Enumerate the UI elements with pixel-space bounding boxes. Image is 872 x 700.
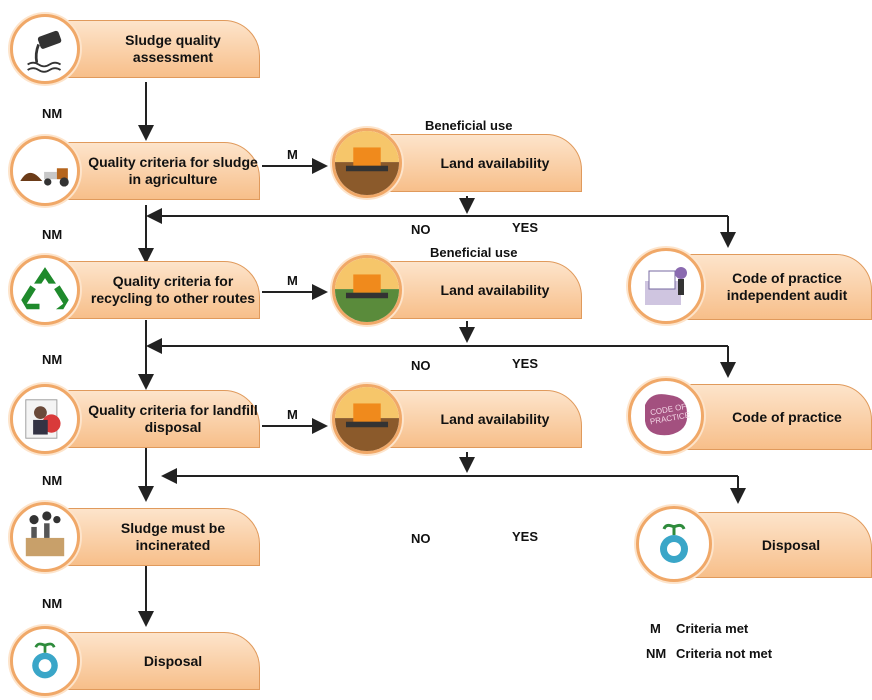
- node-code-of-practice-audit: Code of practice independent audit: [628, 248, 872, 328]
- recycle-icon: [10, 255, 80, 325]
- node-label: Quality criteria for sludge in agricultu…: [46, 142, 260, 200]
- node-label: Quality criteria for recycling to other …: [46, 261, 260, 319]
- node-land-availability-2: Land availability: [332, 255, 584, 325]
- yes-label-1: YES: [512, 220, 539, 235]
- node-label: Disposal: [46, 632, 260, 690]
- yes-label-2: YES: [512, 356, 539, 371]
- legend-nm-text: Criteria not met: [676, 646, 773, 661]
- m-label-3: M: [287, 407, 298, 422]
- node-qc-landfill: Quality criteria for landfill disposal: [10, 384, 262, 454]
- node-qc-recycling: Quality criteria for recycling to other …: [10, 255, 262, 325]
- node-sludge-quality-assessment: Sludge quality assessment: [10, 14, 262, 84]
- harvester-icon: [332, 384, 402, 454]
- node-disposal-bottom: Disposal: [10, 626, 262, 696]
- m-label-2: M: [287, 273, 298, 288]
- node-label: Sludge must be incinerated: [46, 508, 260, 566]
- nm-label-3: NM: [42, 352, 63, 367]
- node-label: Quality criteria for landfill disposal: [46, 390, 260, 448]
- incinerator-icon: [10, 502, 80, 572]
- legend-m-key: M: [650, 621, 661, 636]
- nm-label-1: NM: [42, 106, 63, 121]
- node-land-availability-1: Land availability: [332, 128, 584, 198]
- no-label-2: NO: [411, 358, 431, 373]
- sludge-pipe-icon: [10, 14, 80, 84]
- nm-label-2: NM: [42, 227, 63, 242]
- beneficial-use-label-1: Beneficial use: [425, 118, 513, 133]
- harvester-icon: [332, 255, 402, 325]
- disposal-icon: [10, 626, 80, 696]
- yes-label-3: YES: [512, 529, 539, 544]
- beneficial-use-label-2: Beneficial use: [430, 245, 518, 260]
- node-incinerated: Sludge must be incinerated: [10, 502, 262, 572]
- node-label: Sludge quality assessment: [46, 20, 260, 78]
- node-label: Land availability: [368, 390, 582, 448]
- nm-label-4: NM: [42, 473, 63, 488]
- nm-label-5: NM: [42, 596, 63, 611]
- node-disposal-right: Disposal: [636, 506, 872, 586]
- no-label-1: NO: [411, 222, 431, 237]
- no-label-3: NO: [411, 531, 431, 546]
- disposal-icon: [636, 506, 712, 582]
- node-label: Land availability: [368, 261, 582, 319]
- certificate-icon: [10, 384, 80, 454]
- node-land-availability-3: Land availability: [332, 384, 584, 454]
- harvester-icon: [332, 128, 402, 198]
- tractor-icon: [10, 136, 80, 206]
- node-code-of-practice: Code of practice CODE OF PRACTICE: [628, 378, 872, 458]
- legend-m-text: Criteria met: [676, 621, 749, 636]
- m-label-1: M: [287, 147, 298, 162]
- code-of-practice-icon: CODE OF PRACTICE: [628, 378, 704, 454]
- audit-icon: [628, 248, 704, 324]
- legend-nm-key: NM: [646, 646, 667, 661]
- node-label: Land availability: [368, 134, 582, 192]
- node-qc-agriculture: Quality criteria for sludge in agricultu…: [10, 136, 262, 206]
